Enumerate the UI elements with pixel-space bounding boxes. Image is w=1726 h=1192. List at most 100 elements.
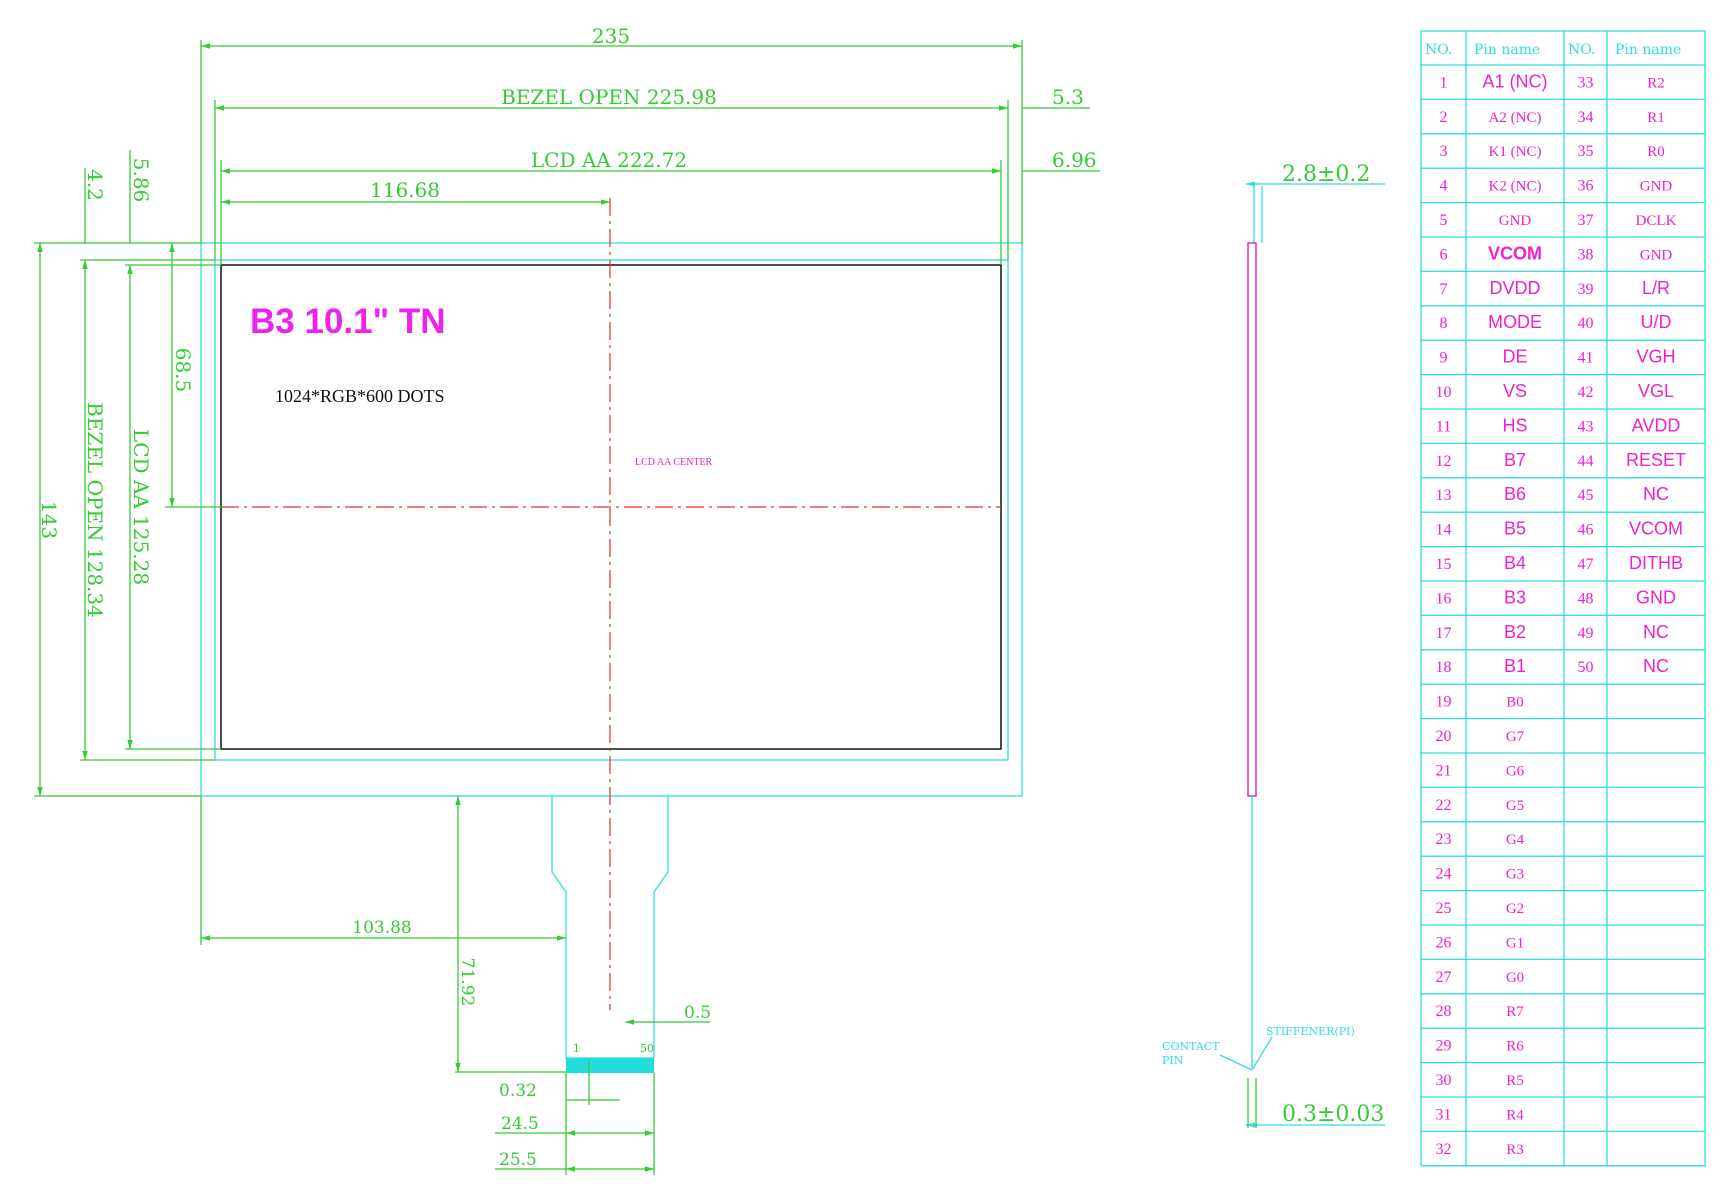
- pin-number: 32: [1436, 1141, 1452, 1158]
- dim-fpc-x: 103.88: [200, 796, 566, 945]
- dim-total-height: 143: [34, 242, 201, 797]
- pin-name: NC: [1643, 656, 1669, 676]
- pin-table-header: NO.: [1425, 42, 1452, 58]
- pin-number: 8: [1440, 315, 1448, 332]
- pin-name: R3: [1506, 1142, 1524, 1158]
- svg-text:5.3: 5.3: [1052, 85, 1084, 109]
- pin-name: G4: [1506, 832, 1525, 848]
- pin-number: 34: [1578, 109, 1594, 126]
- svg-text:116.68: 116.68: [370, 178, 440, 202]
- pin-name: U/D: [1641, 312, 1672, 332]
- pin-name: DE: [1502, 347, 1527, 367]
- dim-right-bezel-offset: 5.3: [1022, 85, 1090, 109]
- pin-number: 43: [1578, 418, 1594, 435]
- svg-text:103.88: 103.88: [352, 918, 411, 938]
- dim-top-aa-offset: 5.86: [129, 150, 153, 243]
- pin-number: 12: [1436, 453, 1452, 470]
- pin-number: 39: [1578, 281, 1594, 298]
- pin-number: 42: [1578, 384, 1594, 401]
- pin-name: VGH: [1636, 347, 1675, 367]
- svg-text:5.86: 5.86: [129, 158, 153, 203]
- pin-name: G2: [1506, 901, 1524, 917]
- pin-number: 14: [1436, 522, 1452, 539]
- pin-number: 31: [1436, 1106, 1452, 1123]
- side-view: 2.8±0.2 0.3±0.03 STIFFENER(PI) CONTACT P…: [1162, 162, 1385, 1128]
- pin-name: G5: [1506, 798, 1524, 814]
- pin-last-label: 50: [640, 1042, 654, 1055]
- dim-total-width: 235: [200, 24, 1023, 243]
- svg-text:BEZEL OPEN 128.34: BEZEL OPEN 128.34: [83, 402, 107, 618]
- pin-numbers: 1 50: [573, 1042, 654, 1055]
- side-thickness-label: 2.8±0.2: [1282, 162, 1370, 187]
- pin-name: GND: [1640, 247, 1673, 263]
- pin-number: 26: [1436, 934, 1452, 951]
- svg-text:68.5: 68.5: [171, 348, 195, 393]
- panel-title: B3 10.1" TN: [250, 302, 446, 341]
- pin-number: 49: [1578, 625, 1594, 642]
- pin-number: 19: [1436, 694, 1452, 711]
- pin-name: A2 (NC): [1489, 110, 1542, 126]
- svg-text:BEZEL OPEN 225.98: BEZEL OPEN 225.98: [501, 85, 717, 109]
- pin-name: L/R: [1642, 278, 1670, 298]
- pin-number: 50: [1578, 659, 1594, 676]
- pin-name: DVDD: [1489, 278, 1540, 298]
- pin-name: R4: [1506, 1107, 1524, 1123]
- pin-number: 37: [1578, 212, 1594, 229]
- pin-name: R2: [1647, 75, 1665, 91]
- svg-text:71.92: 71.92: [457, 958, 477, 1007]
- pin-name: B3: [1504, 587, 1526, 607]
- pin-name: VGL: [1638, 381, 1674, 401]
- dim-fpc-offset: 0.5: [625, 1003, 711, 1025]
- pin-name: G6: [1506, 763, 1525, 779]
- svg-text:LCD AA 222.72: LCD AA 222.72: [531, 148, 687, 172]
- pin-number: 33: [1578, 74, 1594, 91]
- front-view: B3 10.1" TN 1024*RGB*600 DOTS LCD AA CEN…: [34, 24, 1100, 1175]
- center-label: LCD AA CENTER: [635, 457, 713, 468]
- pin-name: A1 (NC): [1482, 71, 1547, 91]
- pin-number: 48: [1578, 590, 1594, 607]
- dim-right-aa-offset: 6.96: [1022, 148, 1100, 172]
- contact-label-line1: CONTACT: [1162, 1040, 1220, 1053]
- pin-number: 7: [1440, 281, 1448, 298]
- pin-table-header: NO.: [1568, 42, 1595, 58]
- pin-name: K1 (NC): [1489, 144, 1542, 160]
- side-panel-body: [1247, 242, 1257, 797]
- pin-name: GND: [1499, 213, 1532, 229]
- pin-number: 6: [1440, 246, 1448, 263]
- side-fpc-thickness-label: 0.3±0.03: [1282, 1102, 1384, 1127]
- pin-number: 10: [1436, 384, 1452, 401]
- pin-number: 1: [1440, 74, 1448, 91]
- svg-text:LCD AA 125.28: LCD AA 125.28: [129, 429, 153, 585]
- dim-fpc-length: 71.92: [455, 796, 566, 1073]
- pin-name: G0: [1506, 970, 1524, 986]
- pin-name: R0: [1647, 144, 1665, 160]
- dim-lcd-aa-height: LCD AA 125.28: [125, 264, 221, 750]
- pin-name: R1: [1647, 110, 1665, 126]
- pin-number: 3: [1440, 143, 1448, 160]
- fpc-contact-pads: [566, 1058, 654, 1073]
- pin-name: HS: [1502, 415, 1527, 435]
- pin-number: 22: [1436, 797, 1452, 814]
- pin-number: 40: [1578, 315, 1594, 332]
- pin-name: B0: [1506, 695, 1524, 711]
- svg-text:143: 143: [37, 501, 61, 539]
- svg-text:6.96: 6.96: [1052, 148, 1097, 172]
- pin-number: 30: [1436, 1072, 1452, 1089]
- pin-number: 9: [1440, 350, 1448, 367]
- pin-name: GND: [1640, 179, 1673, 195]
- pin-first-label: 1: [573, 1042, 580, 1055]
- pin-name: DCLK: [1636, 213, 1677, 229]
- pin-table-header: Pin name: [1474, 42, 1540, 58]
- pin-number: 45: [1578, 487, 1594, 504]
- pin-name: VCOM: [1488, 243, 1542, 263]
- svg-text:235: 235: [592, 24, 630, 48]
- pin-number: 17: [1436, 625, 1452, 642]
- pin-table-header: Pin name: [1615, 42, 1681, 58]
- pin-number: 29: [1436, 1038, 1452, 1055]
- pin-number: 41: [1578, 350, 1594, 367]
- pin-name: AVDD: [1632, 415, 1681, 435]
- pin-number: 15: [1436, 556, 1452, 573]
- pin-number: 21: [1436, 762, 1452, 779]
